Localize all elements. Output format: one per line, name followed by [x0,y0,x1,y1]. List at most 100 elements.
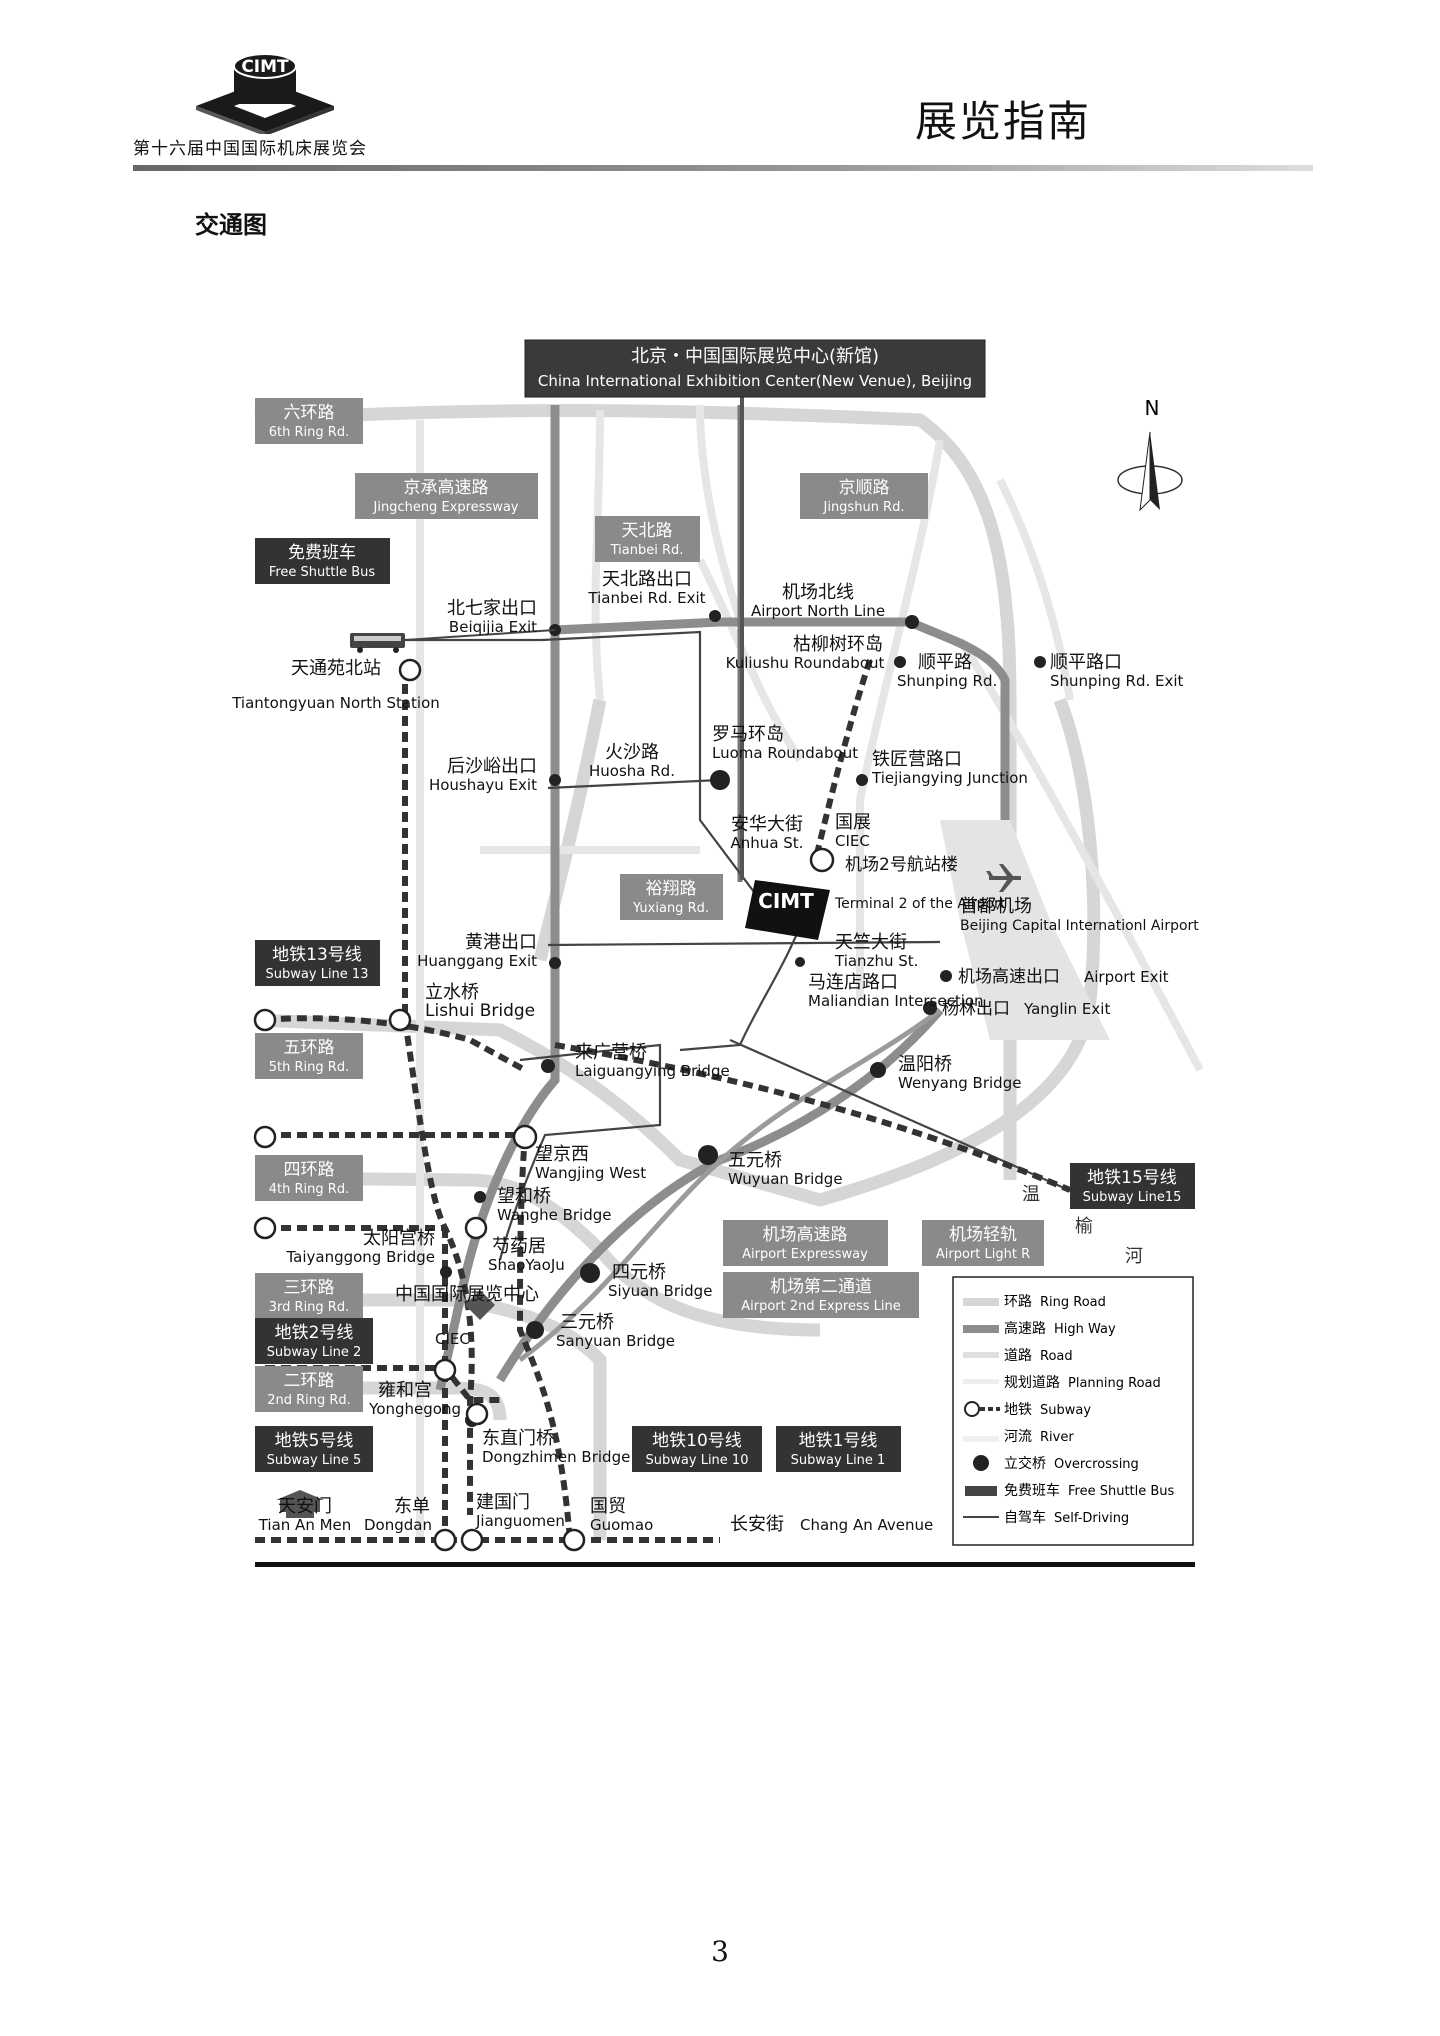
svg-text:3rd Ring Rd.: 3rd Ring Rd. [269,1300,349,1315]
label-jianguomen-en: Jianguomen [475,1512,565,1530]
label-wangjing-en: Wangjing West [535,1164,646,1182]
label-dongzhimen-cn: 东直门桥 [482,1428,554,1449]
airplane-icon [986,864,1021,892]
station-dongdan [433,1528,457,1552]
label-malian-en: Maliandian Intersection [808,992,984,1010]
overcrossing-houshayu [549,774,561,786]
label-wanghe-en: Wanghe Bridge [497,1206,612,1224]
label-wenyang-cn: 温阳桥 [898,1054,952,1075]
tag-line5: 地铁5号线 Subway Line 5 [255,1426,373,1472]
station-wangjing [512,1124,538,1150]
overcrossing-kuliushu [894,656,906,668]
svg-text:天北路: 天北路 [622,521,673,541]
expo-name: 第十六届中国国际机床展览会 [133,139,367,159]
label-taiyanggong-cn: 太阳宫桥 [363,1228,435,1249]
label-tiejiangying-cn: 铁匠营路口 [872,749,962,770]
svg-text:6th Ring Rd.: 6th Ring Rd. [269,425,349,440]
label-huosha-en: Huosha Rd. [589,762,675,780]
tag-ring2: 二环路 2nd Ring Rd. [255,1366,363,1412]
tag-airport-2nd: 机场第二通道 Airport 2nd Express Line [723,1272,919,1318]
svg-text:京顺路: 京顺路 [839,478,890,498]
label-taiyanggong-en: Taiyanggong Bridge [285,1248,435,1266]
self-driving-routes [405,630,1081,1261]
subway-stations [253,658,835,1552]
svg-text:地铁1号线: 地铁1号线 [799,1431,878,1451]
label-luoma-en: Luoma Roundabout [712,744,858,762]
station-line3-west [253,1216,277,1240]
label-tiananmen-cn: 天安门 [278,1496,332,1517]
station-lishui [388,1008,412,1032]
station-shaoyaoju [464,1216,488,1240]
ring-6 [254,404,1017,1180]
svg-text:河流: 河流 [1004,1429,1032,1445]
label-yanglin-cn: 杨林出口 [942,999,1010,1019]
airport-area [940,820,1110,1040]
label-malian-cn: 马连店路口 [808,972,898,993]
jingcheng-expressway [435,405,560,1391]
label-anhua-en: Anhua St. [731,834,804,852]
tag-ring4: 四环路 4th Ring Rd. [255,1155,363,1201]
svg-text:免费班车: 免费班车 [1004,1482,1060,1499]
station-line4-west [253,1125,277,1149]
svg-text:立交桥: 立交桥 [1004,1455,1046,1472]
svg-text:京承高速路: 京承高速路 [404,478,489,498]
svg-text:机场第二通道: 机场第二通道 [770,1277,872,1297]
overcrossing-yanglin [923,1001,937,1015]
label-airport-north-en: Airport North Line [751,602,885,620]
svg-text:地铁15号线: 地铁15号线 [1087,1168,1177,1188]
svg-text:Self-Driving: Self-Driving [1054,1511,1129,1526]
station-ciec [809,847,835,873]
page-header: CIMT 第十六届中国国际机床展览会 展览指南 [0,0,1440,180]
line-10 [516,1134,573,1541]
label-shaoyaoju-cn: 芍药居 [492,1236,546,1257]
label-houshayu-cn: 后沙峪出口 [447,756,537,777]
tag-airport-rail: 机场轻轨 Airport Light R [922,1220,1044,1266]
river-label: 温 榆 河 [1022,1184,1143,1267]
page-number: 3 [711,1935,729,1968]
ciec-old-marker [465,1290,495,1320]
svg-text:环路: 环路 [1004,1294,1032,1310]
label-wenyang-en: Wenyang Bridge [898,1074,1021,1092]
gray-tags: 六环路 6th Ring Rd. 京承高速路 Jingcheng Express… [255,398,1044,1412]
overcrossing-luoma [710,770,730,790]
label-dongdan-en: Dongdan [364,1516,432,1534]
label-yonghegong-cn: 雍和宫 [378,1380,432,1401]
cimt-venue-marker: CIMT [745,880,830,940]
svg-text:Free Shuttle Bus: Free Shuttle Bus [269,565,376,580]
label-airport-cn: 首都机场 [960,896,1032,917]
svg-text:2nd Ring Rd.: 2nd Ring Rd. [267,1393,351,1408]
station-guomao [562,1528,586,1552]
tag-line10: 地铁10号线 Subway Line 10 [632,1426,762,1472]
svg-text:地铁2号线: 地铁2号线 [275,1323,354,1343]
svg-text:Free Shuttle Bus: Free Shuttle Bus [1068,1484,1175,1499]
svg-text:Subway Line 2: Subway Line 2 [267,1345,362,1360]
place-labels: 北七家出口 Beiqijia Exit 天北路出口 Tianbei Rd. Ex… [231,569,1199,1535]
svg-text:High Way: High Way [1054,1322,1116,1337]
label-dongzhimen-en: Dongzhimen Bridge [482,1448,630,1466]
svg-text:机场高速路: 机场高速路 [763,1225,848,1245]
line-west-5 [264,1015,527,1073]
label-tianbei-exit-en: Tianbei Rd. Exit [587,589,705,607]
map-title-banner: 北京・中国国际展览中心(新馆) China International Exhi… [524,339,986,398]
tag-ring3: 三环路 3rd Ring Rd. [255,1273,363,1319]
overcrossing-malian [795,957,805,967]
svg-text:Airport 2nd Express Line: Airport 2nd Express Line [741,1299,901,1314]
svg-text:Jingshun Rd.: Jingshun Rd. [823,500,905,515]
label-lishui-en: Lishui Bridge [425,1001,535,1021]
label-guomao-en: Guomao [590,1516,653,1534]
svg-text:地铁10号线: 地铁10号线 [652,1431,742,1451]
overcrossing-airport-exit [940,970,952,982]
label-terminal2-cn: 机场2号航站楼 [845,855,958,875]
label-houshayu-en: Houshayu Exit [429,776,537,794]
svg-text:二环路: 二环路 [284,1371,335,1391]
svg-text:温: 温 [1022,1184,1040,1205]
svg-text:五环路: 五环路 [284,1038,335,1058]
ring-mid [533,698,607,962]
svg-text:自驾车: 自驾车 [1004,1509,1046,1526]
tag-yuxiang: 裕翔路 Yuxiang Rd. [620,874,723,920]
svg-text:Tianbei Rd.: Tianbei Rd. [610,543,684,558]
map-title-en: China International Exhibition Center(Ne… [538,372,972,390]
overcrossing-wuyuan [698,1145,718,1165]
map-bottom-rule [255,1562,1195,1567]
compass-label: N [1145,396,1160,420]
